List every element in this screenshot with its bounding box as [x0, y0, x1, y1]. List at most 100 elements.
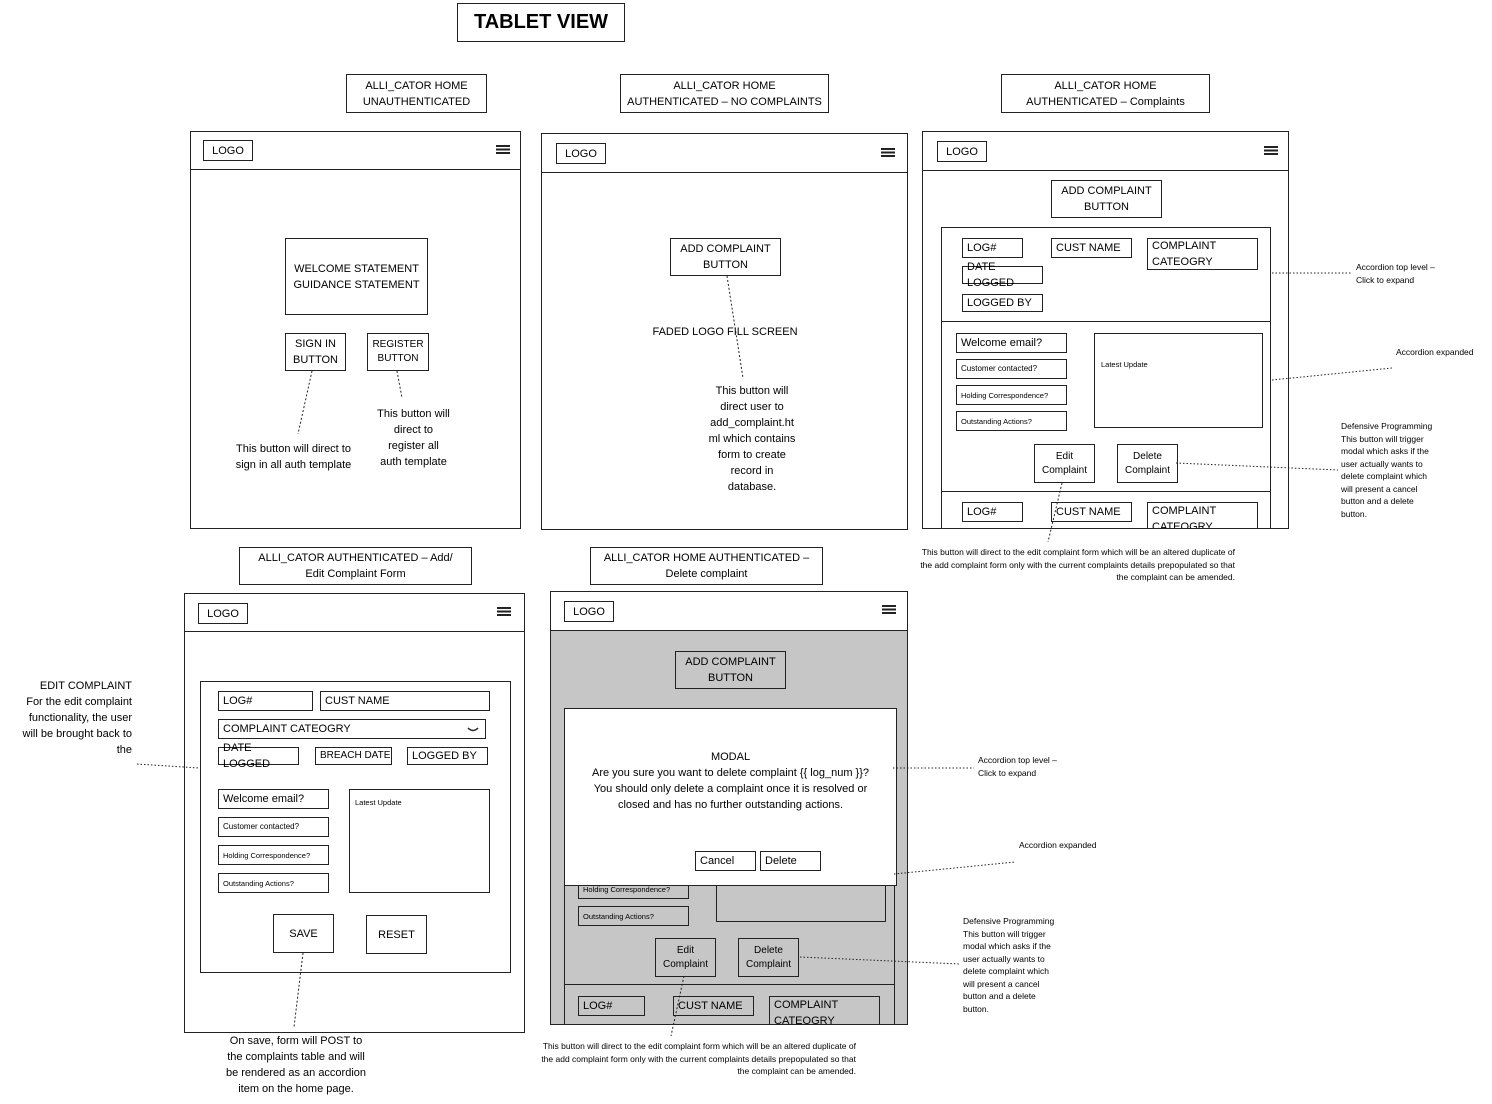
- logo[interactable]: LOGO: [203, 140, 253, 161]
- defensive-programming-note: Defensive Programming This button will t…: [963, 915, 1054, 1015]
- note-line: the: [116, 744, 132, 756]
- welcome-statement: WELCOME STATEMENT GUIDANCE STATEMENT: [285, 238, 428, 315]
- button-label: BUTTON: [707, 672, 754, 684]
- button-label: BUTTON: [1083, 201, 1130, 213]
- holding-correspondence-checkbox[interactable]: Holding Correspondence?: [218, 845, 329, 865]
- date-logged: DATE LOGGED: [962, 261, 1043, 289]
- customer-name-input[interactable]: CUST NAME: [320, 691, 490, 711]
- header-bar: [542, 134, 907, 173]
- save-button[interactable]: SAVE: [273, 914, 334, 953]
- button-label: REGISTER: [372, 339, 424, 350]
- complaint-category-select[interactable]: COMPLAINT CATEOGRY: [218, 719, 486, 739]
- save-note: On save, form will POST to the complaint…: [206, 1033, 386, 1097]
- sign-in-button[interactable]: SIGN IN BUTTON: [285, 333, 346, 371]
- note-line: be rendered as an accordion: [225, 1067, 367, 1079]
- date-logged-input[interactable]: DATE LOGGED: [218, 742, 299, 770]
- log-number-2: LOG#: [962, 502, 1023, 522]
- complaint-category-2: COMPLAINT CATEOGRY: [769, 996, 880, 1025]
- logged-by-input[interactable]: LOGGED BY: [407, 747, 488, 765]
- delete-complaint-button[interactable]: Delete Complaint: [738, 938, 799, 977]
- label-add-edit-form: ALLI_CATOR AUTHENTICATED – Add/ Edit Com…: [239, 547, 472, 585]
- reset-button[interactable]: RESET: [366, 915, 427, 954]
- category-line: CATEOGRY: [774, 1015, 835, 1025]
- note-line: functionality, the user: [28, 712, 132, 724]
- delete-complaint-button[interactable]: Delete Complaint: [1117, 444, 1178, 483]
- button-label: ADD COMPLAINT: [1061, 185, 1152, 197]
- logo[interactable]: LOGO: [564, 601, 614, 622]
- label-delete-complaint: ALLI_CATOR HOME AUTHENTICATED – Delete c…: [590, 547, 823, 585]
- add-complaint-button[interactable]: ADD COMPLAINT BUTTON: [1051, 180, 1162, 218]
- edit-complaint-note: This button will direct to the edit comp…: [466, 1040, 856, 1078]
- customer-contacted-checkbox[interactable]: Customer contacted?: [956, 359, 1067, 379]
- button-label: BUTTON: [702, 259, 749, 271]
- note-line: button.: [963, 1003, 989, 1014]
- accordion-divider: [942, 491, 1270, 492]
- customer-name-2: CUST NAME: [673, 996, 754, 1016]
- logo[interactable]: LOGO: [937, 141, 987, 162]
- hamburger-icon[interactable]: [882, 605, 896, 614]
- delete-button[interactable]: Delete: [760, 851, 821, 871]
- tablet-screen-complaints: LOGO ADD COMPLAINT BUTTON LOG# CUST NAME…: [922, 131, 1289, 529]
- note-line: For the edit complaint: [26, 696, 132, 708]
- button-label: ADD COMPLAINT: [680, 243, 771, 255]
- sign-in-note: This button will direct to sign in all a…: [221, 441, 366, 473]
- customer-contacted-checkbox[interactable]: Customer contacted?: [218, 817, 329, 837]
- outstanding-actions-checkbox[interactable]: Outstanding Actions?: [578, 906, 689, 926]
- note-line: will present a cancel: [963, 978, 1040, 989]
- add-complaint-button[interactable]: ADD COMPLAINT BUTTON: [675, 651, 786, 689]
- latest-update-textarea[interactable]: Latest Update: [349, 789, 490, 893]
- log-number-input[interactable]: LOG#: [218, 691, 313, 711]
- logo[interactable]: LOGO: [198, 603, 248, 624]
- delete-modal: MODAL Are you sure you want to delete co…: [564, 708, 897, 886]
- edit-complaint-button[interactable]: Edit Complaint: [655, 938, 716, 977]
- note-line: This button will direct to the edit comp…: [921, 547, 1235, 557]
- note-line: the complaint can be amended.: [737, 1066, 856, 1076]
- welcome-email-checkbox[interactable]: Welcome email?: [218, 789, 329, 809]
- note-line: This button will trigger: [963, 928, 1046, 939]
- logo[interactable]: LOGO: [556, 143, 606, 164]
- latest-update-textarea[interactable]: Latest Update: [1094, 333, 1263, 428]
- edit-complaint-note: This button will direct to the edit comp…: [845, 546, 1235, 584]
- welcome-email-checkbox[interactable]: Welcome email?: [956, 333, 1067, 353]
- note-line: button and a delete: [963, 991, 1036, 1001]
- outstanding-actions-checkbox[interactable]: Outstanding Actions?: [956, 411, 1067, 431]
- hamburger-icon[interactable]: [497, 607, 511, 616]
- note-line: delete complaint which: [963, 966, 1049, 976]
- label-home-no-complaints: ALLI_CATOR HOME AUTHENTICATED – NO COMPL…: [620, 74, 829, 113]
- accordion-top-level[interactable]: [942, 228, 1270, 322]
- label-line: ALLI_CATOR HOME: [1054, 79, 1157, 92]
- hamburger-icon[interactable]: [496, 145, 510, 154]
- note-line: Defensive Programming: [963, 916, 1055, 926]
- header-bar: [185, 594, 524, 632]
- note-line: This button will direct to the edit comp…: [542, 1041, 856, 1051]
- note-line: direct user to: [720, 401, 784, 413]
- accordion-divider: [564, 984, 895, 985]
- register-button[interactable]: REGISTER BUTTON: [367, 333, 429, 371]
- add-complaint-button[interactable]: ADD COMPLAINT BUTTON: [670, 238, 781, 276]
- customer-name: CUST NAME: [1051, 238, 1132, 258]
- outstanding-actions-checkbox[interactable]: Outstanding Actions?: [218, 873, 329, 893]
- note-line: the complaints table and will: [227, 1051, 365, 1063]
- holding-correspondence-checkbox[interactable]: Holding Correspondence?: [956, 385, 1067, 405]
- modal-line: closed and has no further outstanding ac…: [617, 799, 844, 811]
- chevron-down-icon: [467, 727, 479, 732]
- tablet-screen-add-edit-form: LOGO LOG# CUST NAME COMPLAINT CATEOGRY D…: [184, 593, 525, 1033]
- hamburger-icon[interactable]: [881, 148, 895, 157]
- note-line: will present a cancel: [1341, 483, 1418, 494]
- label-home-complaints: ALLI_CATOR HOME AUTHENTICATED – Complain…: [1001, 74, 1210, 113]
- tablet-screen-unauthenticated: LOGO WELCOME STATEMENT GUIDANCE STATEMEN…: [190, 131, 521, 529]
- hamburger-icon[interactable]: [1264, 146, 1278, 155]
- accordion-expanded-note: Accordion expanded: [1396, 347, 1474, 357]
- note-line: register all: [388, 440, 439, 452]
- customer-name-2: CUST NAME: [1051, 502, 1132, 522]
- note-line: Click to expand: [1356, 274, 1415, 285]
- note-line: form to create: [718, 449, 786, 461]
- note-line: item on the home page.: [238, 1083, 354, 1095]
- cancel-button[interactable]: Cancel: [695, 851, 756, 871]
- category-line: COMPLAINT: [1152, 505, 1217, 517]
- edit-complaint-button[interactable]: Edit Complaint: [1034, 444, 1095, 483]
- breach-date-input[interactable]: BREACH DATE: [315, 747, 392, 765]
- select-value: COMPLAINT CATEOGRY: [223, 723, 351, 735]
- note-line: ml which contains: [708, 433, 796, 445]
- note-line: button and a delete: [1341, 496, 1414, 506]
